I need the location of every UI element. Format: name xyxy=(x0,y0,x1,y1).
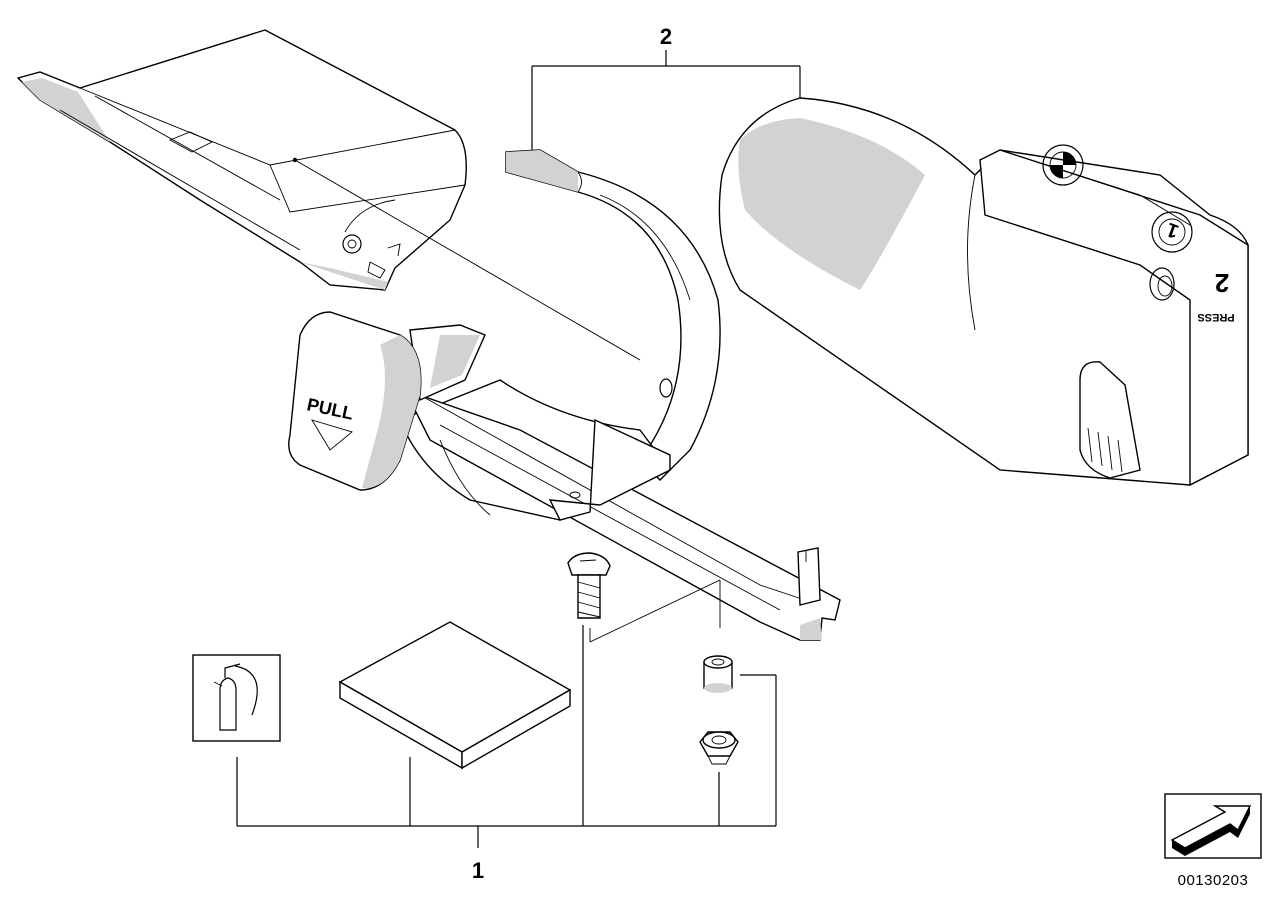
extinguisher-pictogram-icon xyxy=(213,663,258,731)
nut-part xyxy=(699,731,739,765)
callout-2-bracket xyxy=(531,50,801,152)
manual-booklet-part xyxy=(338,621,572,770)
fire-extinguisher-part: 1 2 PRESS xyxy=(718,97,1249,487)
press-label: PRESS xyxy=(1197,311,1234,323)
callout-1-label: 1 xyxy=(472,858,484,883)
extinguisher-label-part xyxy=(192,654,281,742)
leader-line-glovebox xyxy=(294,159,641,361)
callout-1-bracket xyxy=(236,625,777,848)
glovebox-cover-part xyxy=(16,29,467,291)
callout-2-label: 2 xyxy=(660,24,672,49)
pull-handle-bracket-part xyxy=(288,311,841,641)
spacer-sleeve-part xyxy=(703,655,733,693)
leader-lines-screw xyxy=(589,579,721,643)
holder-strap-part xyxy=(505,149,721,481)
screw-part xyxy=(567,552,611,619)
reference-number: 00130203 xyxy=(1178,872,1249,889)
3d-arrow-icon xyxy=(1170,805,1252,856)
press-number-label: 2 xyxy=(1215,268,1229,298)
navigation-arrow-box xyxy=(1164,793,1262,859)
